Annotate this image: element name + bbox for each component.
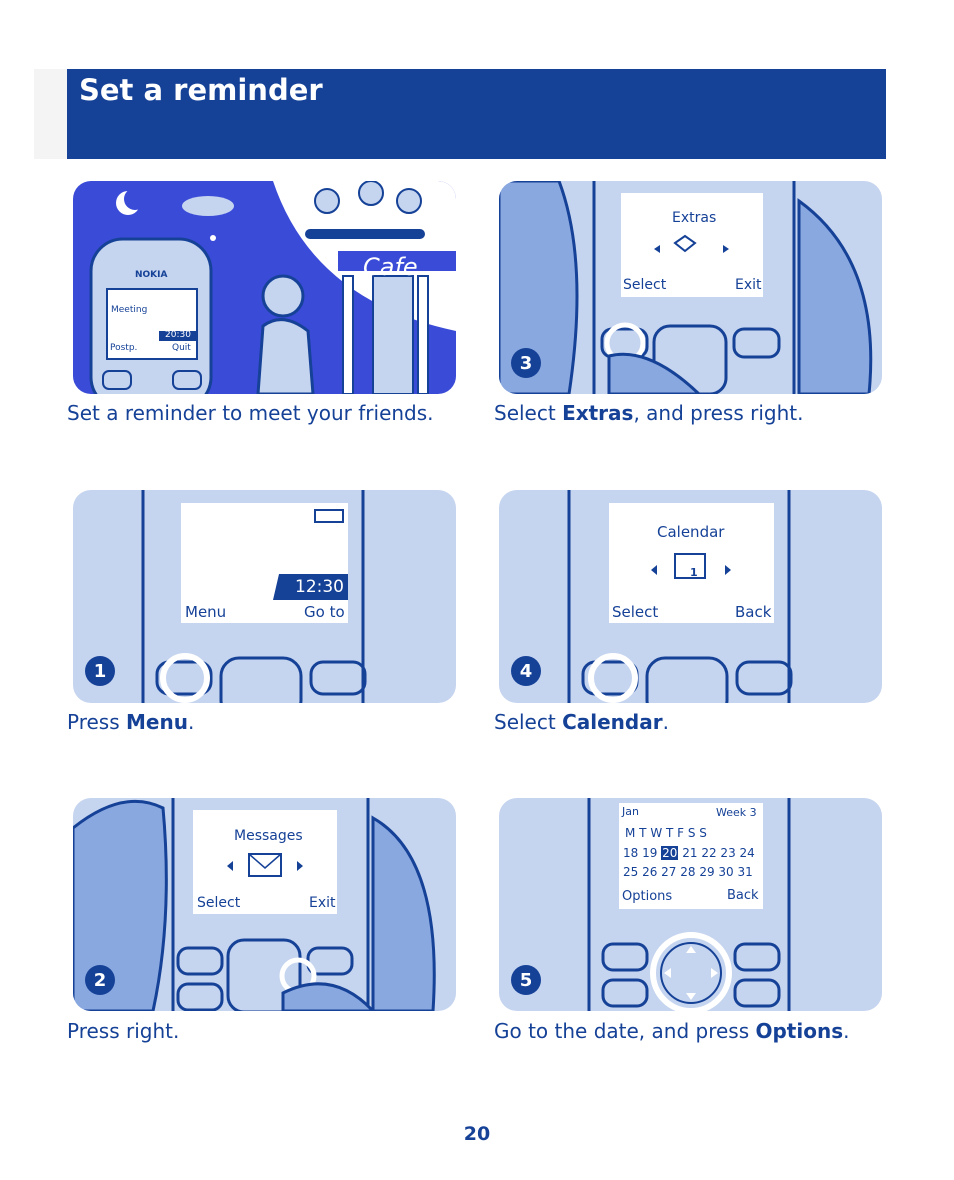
screen-alert-label: Meeting — [111, 305, 148, 315]
phone-illustration — [141, 490, 367, 703]
step-4-panel: Calendar 1 Select Back 4 — [499, 490, 882, 703]
caption-intro: Set a reminder to meet your friends. — [67, 401, 434, 425]
page-title: Set a reminder — [79, 73, 323, 107]
step-5-panel: Jan Week 3 M T W T F S S 18 19 20 21 22 … — [499, 798, 882, 1011]
menu-title: Messages — [234, 828, 303, 844]
left-softkey-label: Select — [612, 603, 659, 621]
page-header: Set a reminder — [67, 69, 886, 159]
caption-step-2: Press right. — [67, 1019, 180, 1043]
phone-calendar-illustration — [587, 798, 791, 1011]
screen-time: 20:30 — [165, 330, 191, 340]
page-number: 20 — [463, 1123, 491, 1145]
calendar-week-row: 25 26 27 28 29 30 31 — [623, 865, 753, 879]
calendar-week-row: 18 19 20 21 22 23 24 — [623, 846, 755, 860]
left-softkey-label: Select — [623, 277, 667, 293]
step-number-badge: 3 — [511, 348, 541, 378]
step-2-panel: Messages Select Exit 2 — [73, 798, 456, 1011]
cafe-illustration — [89, 181, 456, 394]
right-softkey-label: Back — [735, 603, 772, 621]
step-1-panel: 12:30 Menu Go to 1 — [73, 490, 456, 703]
caption-step-4: Select Calendar. — [494, 710, 669, 734]
step-number-badge: 2 — [85, 965, 115, 995]
caption-step-3: Select Extras, and press right. — [494, 401, 804, 425]
screen-left-softkey: Postp. — [110, 343, 138, 353]
calendar-month: Jan — [622, 805, 639, 818]
hand-phone-illustration — [499, 181, 873, 394]
selected-date[interactable]: 20 — [661, 846, 679, 860]
hand-phone-illustration — [73, 798, 436, 1011]
calendar-weekday-header: M T W T F S S — [625, 826, 707, 840]
phone-brand: NOKIA — [135, 270, 168, 280]
right-softkey-label: Exit — [735, 277, 762, 293]
screen-clock: 12:30 — [295, 577, 344, 597]
calendar-week: Week 3 — [716, 806, 757, 819]
menu-title: Calendar — [657, 523, 725, 541]
screen-right-softkey: Quit — [172, 343, 191, 353]
illustration-cafe-panel: NOKIA Meeting 20:30 Postp. Quit Cafe — [73, 181, 456, 394]
header-margin — [34, 69, 67, 159]
step-number-badge: 1 — [85, 656, 115, 686]
left-softkey-label: Menu — [185, 603, 227, 621]
step-3-panel: Extras Select Exit 3 — [499, 181, 882, 394]
menu-title: Extras — [672, 210, 717, 226]
cafe-sign: Cafe — [363, 253, 418, 281]
phone-illustration — [567, 490, 793, 703]
left-softkey-label: Options — [622, 889, 673, 904]
right-softkey-label: Exit — [309, 895, 336, 911]
right-softkey-label: Go to — [304, 603, 345, 621]
step-number-badge: 5 — [511, 965, 541, 995]
step-number-badge: 4 — [511, 656, 541, 686]
right-softkey-label: Back — [727, 888, 759, 903]
caption-step-5: Go to the date, and press Options. — [494, 1019, 850, 1043]
left-softkey-label: Select — [197, 895, 241, 911]
calendar-icon-number: 1 — [690, 566, 698, 579]
caption-step-1: Press Menu. — [67, 710, 195, 734]
